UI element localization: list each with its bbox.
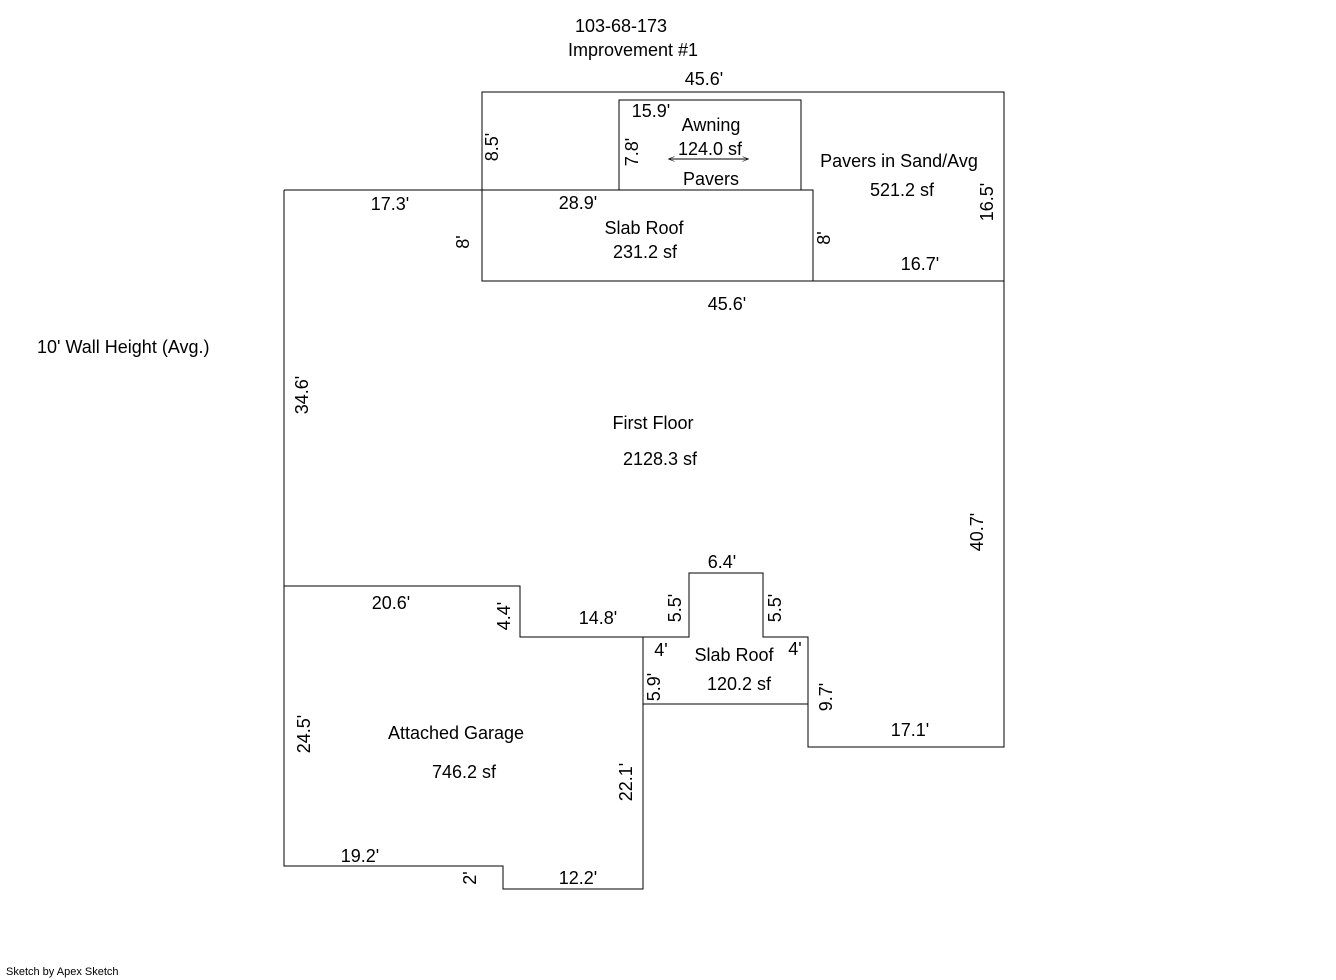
dimension-label: 14.8' xyxy=(579,608,617,628)
awning-label: Awning xyxy=(682,115,741,135)
dimension-label: 4' xyxy=(788,639,801,659)
dimension-label: 8' xyxy=(453,235,473,248)
slab-roof-top-label: Slab Roof xyxy=(604,218,684,238)
awning-sub-label: Pavers xyxy=(683,169,739,189)
dimension-label: 9.7' xyxy=(816,683,836,711)
dimension-label: 16.5' xyxy=(977,183,997,221)
dimension-label: 5.9' xyxy=(644,673,664,701)
dimension-label: 19.2' xyxy=(341,846,379,866)
dimension-label: 12.2' xyxy=(559,868,597,888)
dimension-label: 20.6' xyxy=(372,593,410,613)
slab-roof-top-area: 231.2 sf xyxy=(613,242,678,262)
dimension-label: 17.1' xyxy=(891,720,929,740)
first-floor-label: First Floor xyxy=(613,413,694,433)
garage-area: 746.2 sf xyxy=(432,762,497,782)
pavers-label: Pavers in Sand/Avg xyxy=(820,151,978,171)
awning-outline xyxy=(618,99,802,190)
slab-roof-bottom-area: 120.2 sf xyxy=(707,674,772,694)
dimension-label: 45.6' xyxy=(708,294,746,314)
awning-area: 124.0 sf xyxy=(678,139,743,159)
dimension-label: 40.7' xyxy=(967,513,987,551)
dimension-label: 7.8' xyxy=(622,138,642,166)
pavers-outline xyxy=(481,91,1005,281)
dimension-label: 5.5' xyxy=(665,594,685,622)
dimension-label: 34.6' xyxy=(292,376,312,414)
dimension-label: 6.4' xyxy=(708,552,736,572)
dimension-label: 2' xyxy=(460,871,480,884)
parcel-id: 103-68-173 xyxy=(575,16,667,36)
garage-divider xyxy=(284,572,809,704)
dimension-label: 22.1' xyxy=(616,763,636,801)
pavers-area: 521.2 sf xyxy=(870,180,935,200)
slab-roof-top-outline xyxy=(481,189,814,282)
dimension-label: 4' xyxy=(654,640,667,660)
improvement-label: Improvement #1 xyxy=(568,40,698,60)
footer-credit: Sketch by Apex Sketch xyxy=(6,966,119,978)
first-floor-area: 2128.3 sf xyxy=(623,449,698,469)
building-outline xyxy=(283,189,1005,890)
dimension-label: 8.5' xyxy=(482,133,502,161)
dimension-label: 5.5' xyxy=(765,594,785,622)
dimension-label: 24.5' xyxy=(294,715,314,753)
garage-label: Attached Garage xyxy=(388,723,524,743)
dimension-label: 15.9' xyxy=(632,101,670,121)
dimension-label: 8' xyxy=(814,231,834,244)
slab-roof-bottom-label: Slab Roof xyxy=(694,645,774,665)
dimension-label: 17.3' xyxy=(371,194,409,214)
dimension-label: 45.6' xyxy=(685,69,723,89)
wall-height-note: 10' Wall Height (Avg.) xyxy=(37,337,210,357)
dimension-label: 4.4' xyxy=(494,602,514,630)
dimension-label: 28.9' xyxy=(559,193,597,213)
dimension-label: 16.7' xyxy=(901,254,939,274)
